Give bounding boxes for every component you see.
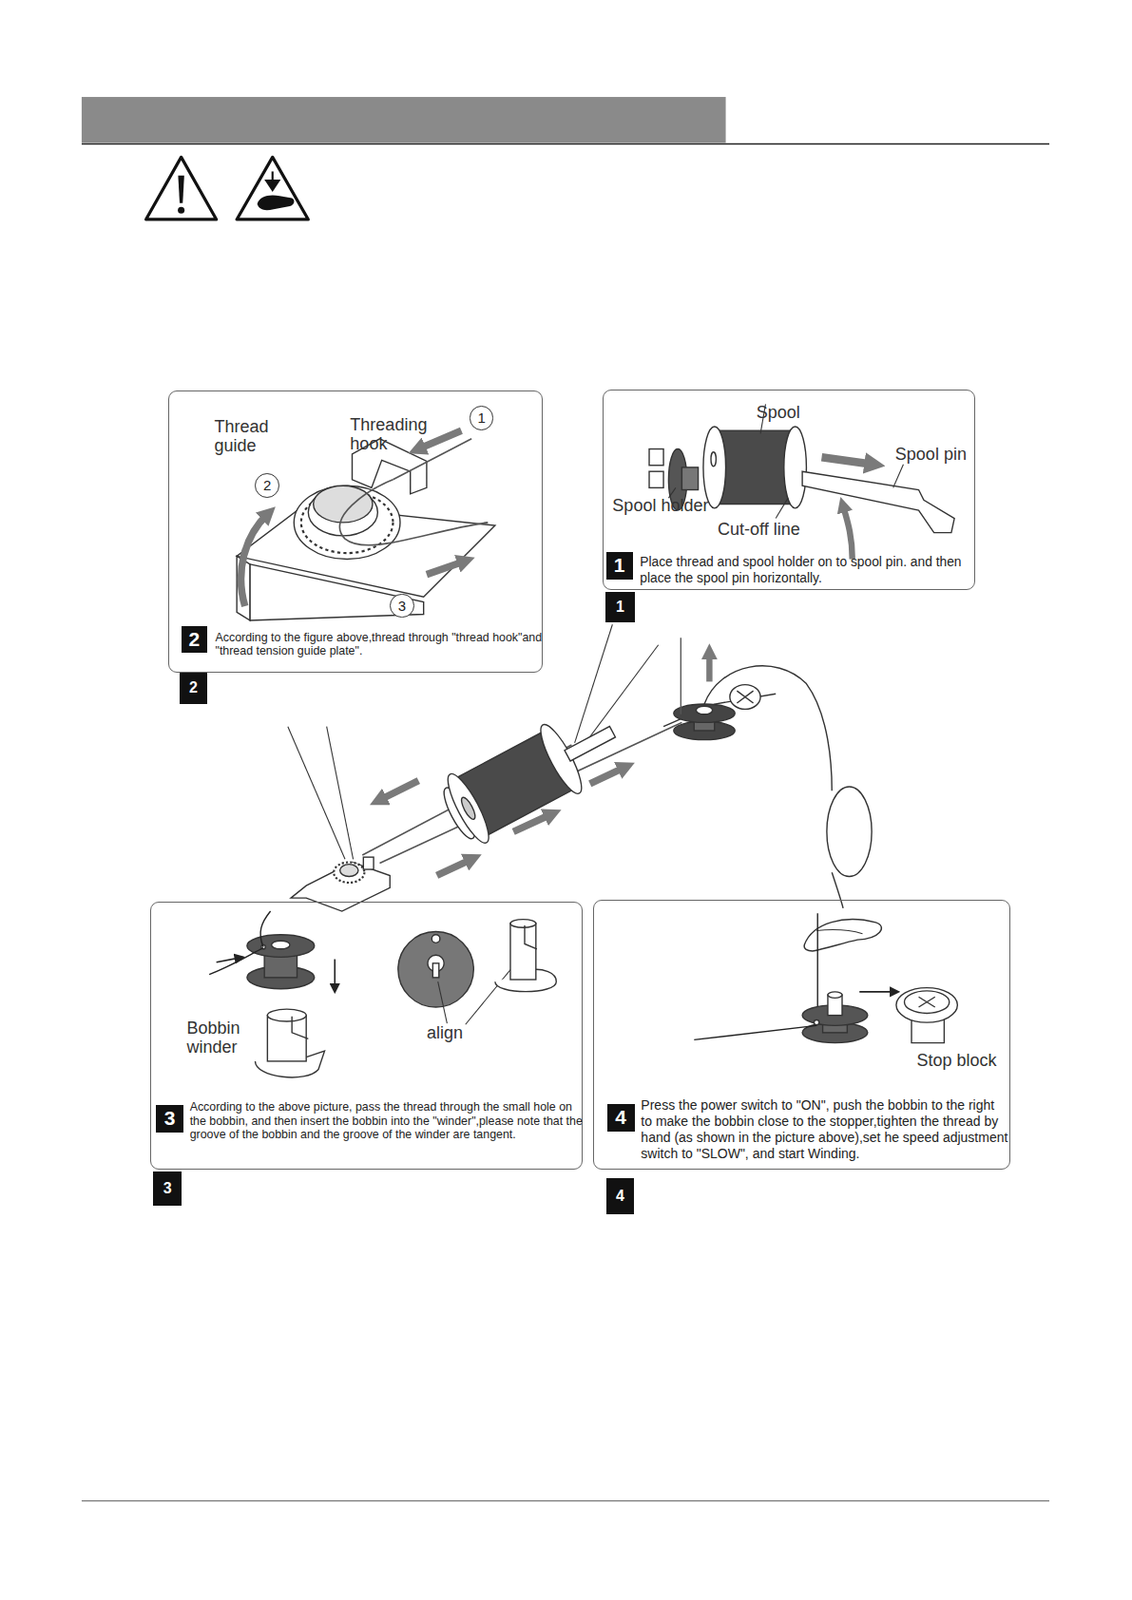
bobbin-insert-drawing xyxy=(209,911,557,1078)
step-number: 1 xyxy=(615,598,625,616)
machine-drawing xyxy=(287,624,872,912)
step-number: 3 xyxy=(163,1180,173,1198)
step-number: 4 xyxy=(615,1188,625,1206)
callout-number: 3 xyxy=(153,1171,182,1208)
step-circle: 3 xyxy=(389,594,415,619)
step-number: 3 xyxy=(398,597,406,614)
step-number: 3 xyxy=(164,1107,176,1131)
instruction-text: Place thread and spool holder on to spoo… xyxy=(639,555,972,587)
winding-drawing xyxy=(693,913,958,1043)
step-number: 2 xyxy=(189,679,198,697)
step-number: 2 xyxy=(263,477,271,494)
part-label: Bobbin winder xyxy=(187,1018,251,1057)
thread-guide-drawing xyxy=(236,430,496,621)
spool-drawing xyxy=(649,403,955,559)
callout-number: 2 xyxy=(179,672,208,705)
step-circle: 2 xyxy=(254,473,280,499)
step-number: 1 xyxy=(613,554,626,577)
header-band xyxy=(81,96,1050,1502)
step-badge: 4 xyxy=(607,1104,635,1132)
instruction-text: Press the power switch to "ON", push the… xyxy=(640,1097,1009,1163)
part-label: Stop block xyxy=(916,1051,997,1071)
step-circle: 1 xyxy=(469,405,495,431)
part-label: Spool xyxy=(756,402,801,423)
step-number: 4 xyxy=(614,1106,627,1130)
callout-number: 1 xyxy=(605,592,635,623)
part-label: Cut-off line xyxy=(717,519,801,539)
part-label: Threading hook xyxy=(349,415,437,454)
step-badge: 2 xyxy=(181,626,208,653)
warning-icons xyxy=(146,156,309,220)
step-badge: 3 xyxy=(155,1105,184,1133)
step-number: 1 xyxy=(477,409,485,426)
step-badge: 1 xyxy=(606,552,634,580)
part-label: align xyxy=(426,1023,463,1043)
part-label: Spool holder xyxy=(612,496,709,516)
instruction-text: According to the figure above,thread thr… xyxy=(215,631,545,660)
part-label: Spool pin xyxy=(895,444,967,464)
step-panel: Press the power switch to "ON", push the… xyxy=(593,900,1011,1171)
step-number: 2 xyxy=(188,628,200,652)
callout-number: 4 xyxy=(606,1178,634,1215)
instruction-text: According to the above picture, pass the… xyxy=(190,1100,583,1144)
part-label: Thread guide xyxy=(214,417,279,456)
